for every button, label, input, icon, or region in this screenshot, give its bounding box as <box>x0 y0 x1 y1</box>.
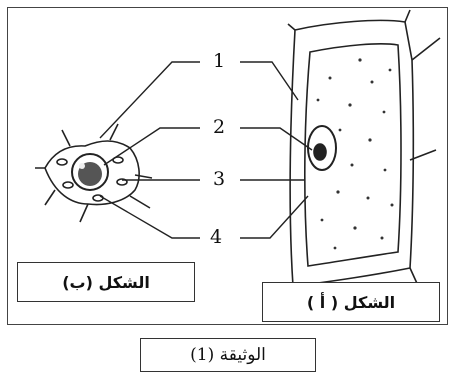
figure-b-caption: الشكل (ب) <box>17 262 195 302</box>
cytoplasm-dots <box>317 58 394 249</box>
figure-a-caption: الشكل ( أ ) <box>262 282 440 322</box>
label-number-2: 2 <box>213 118 225 137</box>
label-number-3: 3 <box>213 170 225 189</box>
leader-line-1-b <box>240 62 298 100</box>
plant-nucleolus <box>314 144 326 160</box>
organelle <box>57 159 67 165</box>
document-caption: الوثيقة (1) <box>140 338 316 372</box>
organelle <box>93 195 103 201</box>
plant-cell <box>288 10 440 300</box>
label-number-1: 1 <box>213 52 225 71</box>
leader-line-2-b <box>240 128 312 150</box>
animal-cell <box>35 124 152 222</box>
label-number-4: 4 <box>210 228 222 247</box>
leader-line-2-a <box>104 128 200 165</box>
leader-line-1-a <box>100 62 200 138</box>
animal-nucleolus <box>79 163 85 169</box>
organelle <box>63 182 73 188</box>
leader-line-4-b <box>240 196 308 238</box>
